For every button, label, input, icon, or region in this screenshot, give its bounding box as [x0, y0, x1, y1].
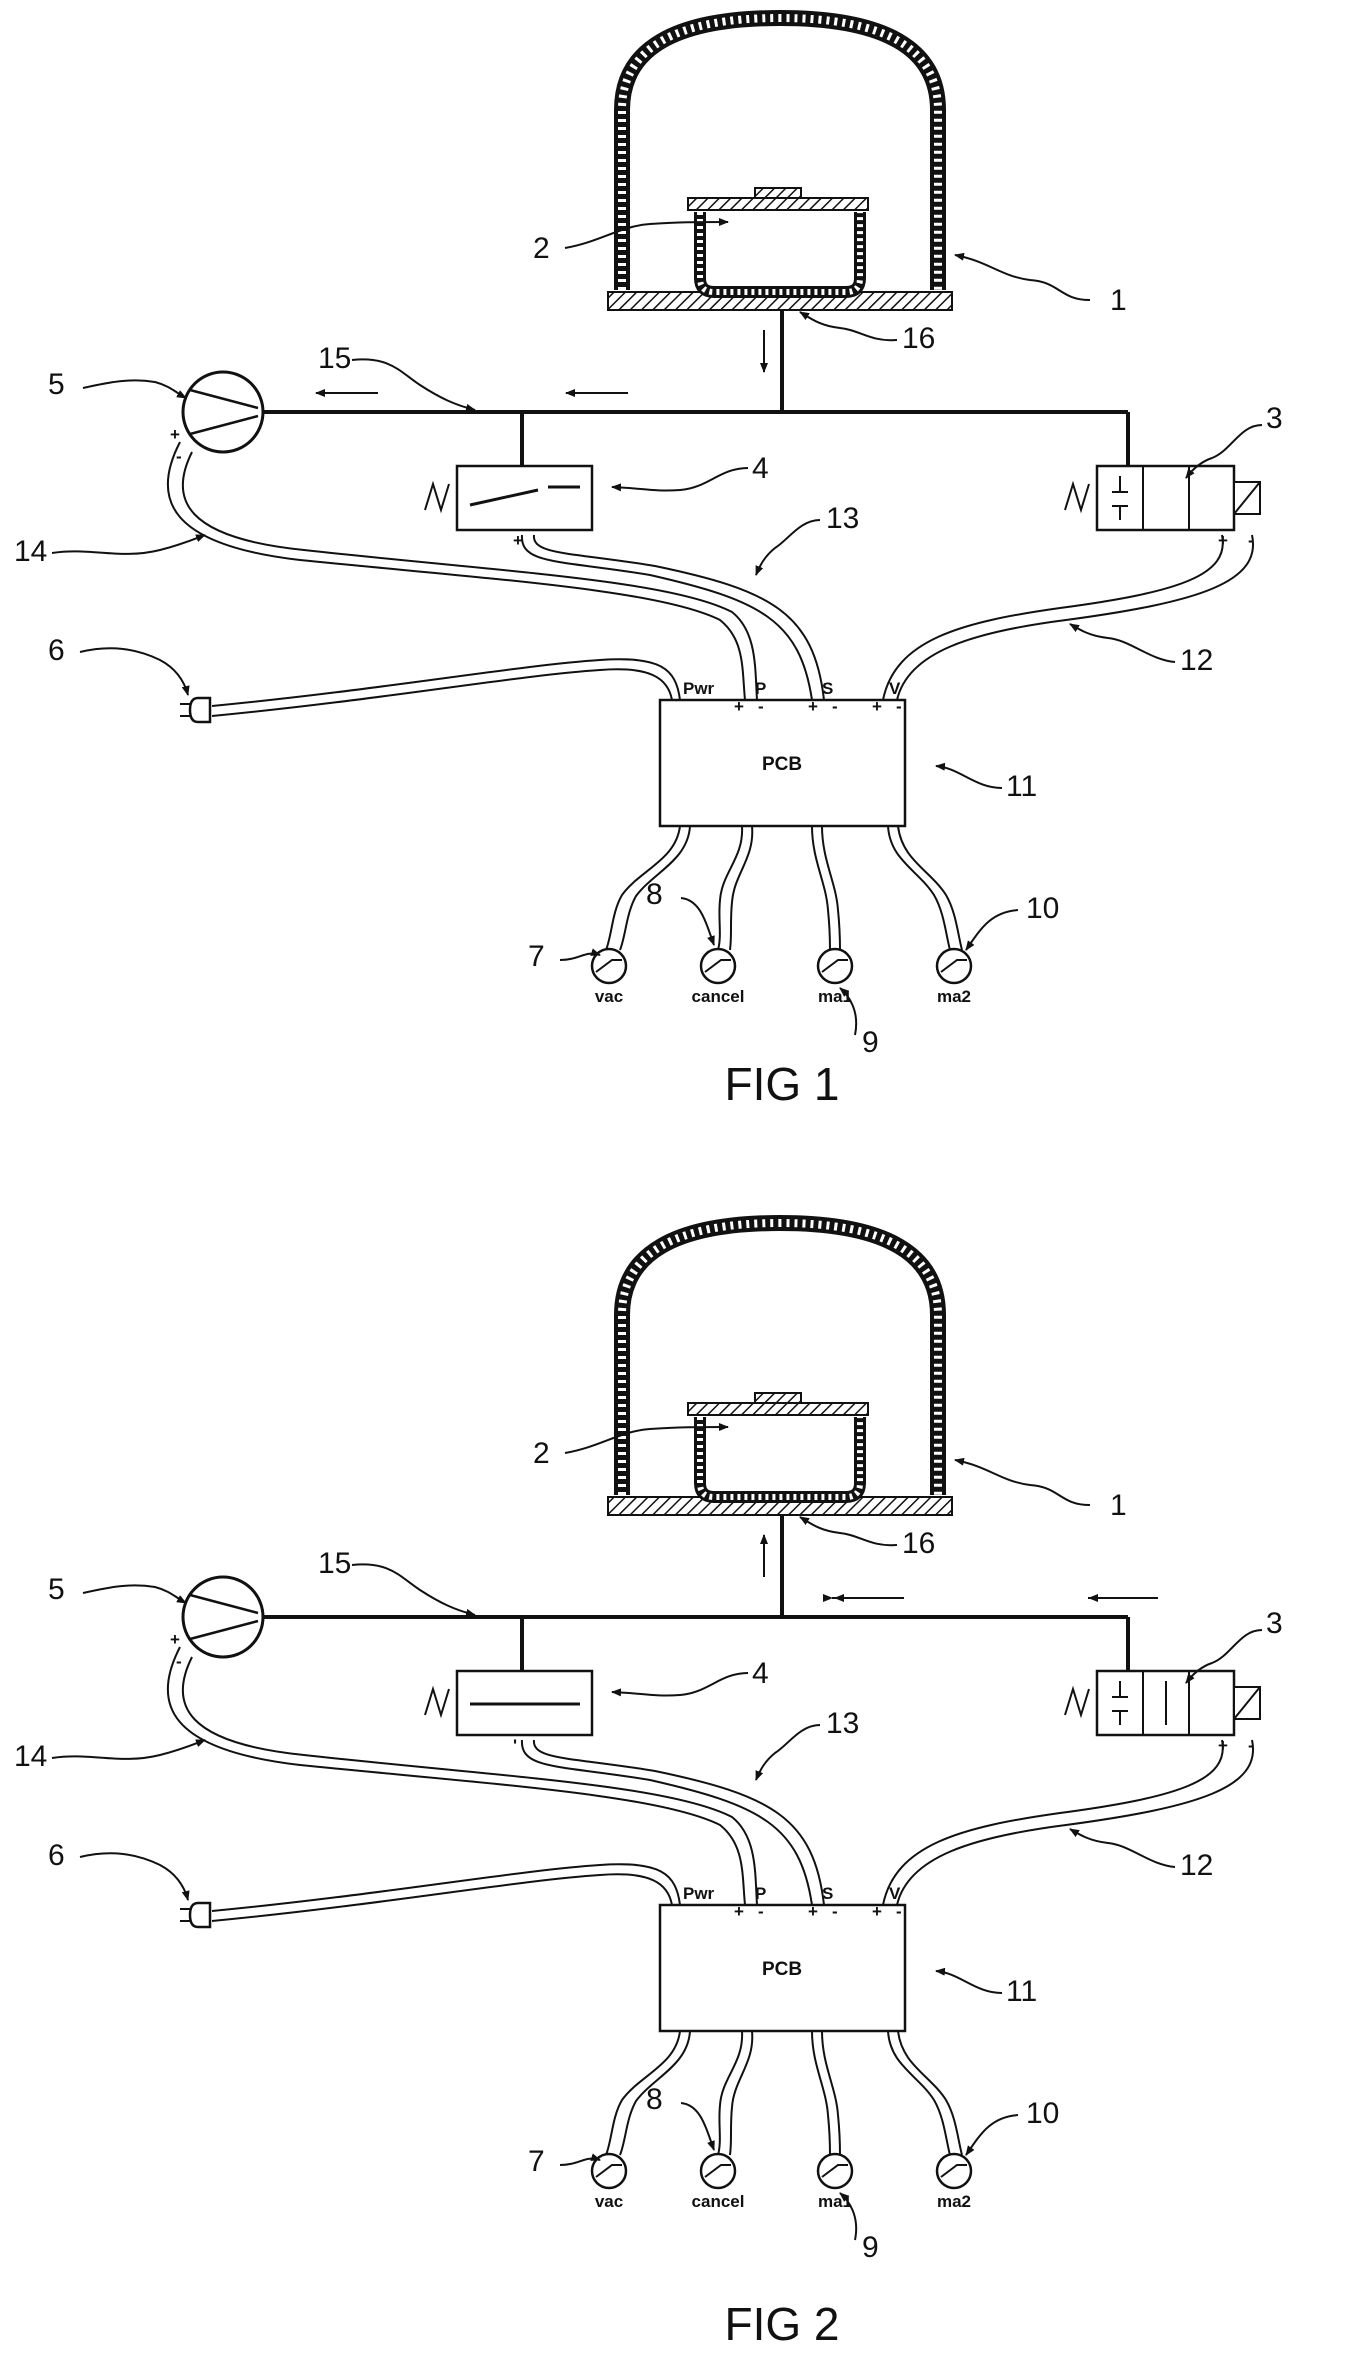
ma2-button-label: ma2 [937, 987, 971, 1006]
food-container [688, 188, 868, 292]
terminal-power: Pwr [683, 1884, 715, 1903]
ref-9: 9 [862, 1026, 879, 1059]
ref-1: 1 [1110, 284, 1127, 317]
ma2-button: ma2 [937, 2154, 971, 2211]
vacuum-hose [263, 310, 1128, 466]
ref-5: 5 [48, 1573, 65, 1606]
ref-10: 10 [1026, 2097, 1059, 2130]
ref-11: 11 [1006, 1975, 1037, 2008]
figure-title: FIG 2 [724, 2298, 839, 2350]
ref-9: 9 [862, 2231, 879, 2264]
ref-14: 14 [14, 1740, 47, 1773]
solenoid-valve: + - [1065, 466, 1260, 550]
reference-numerals: 1 2 3 4 5 6 7 8 9 10 11 12 13 14 15 16 [14, 1437, 1283, 2264]
ref-11: 11 [1006, 770, 1037, 803]
figure-2: + - ' + - [14, 1223, 1283, 2350]
svg-text:+: + [734, 1902, 744, 1921]
power-plug [180, 698, 210, 722]
ref-2: 2 [533, 232, 550, 265]
vacuum-chamber [608, 18, 952, 310]
solenoid-valve: + - [1065, 1671, 1260, 1755]
vacuum-pump: + - [170, 372, 263, 466]
ref-3: 3 [1266, 1607, 1283, 1640]
vac-button-label: vac [595, 2192, 623, 2211]
ref-7: 7 [528, 940, 545, 973]
svg-text:': ' [513, 1736, 517, 1755]
svg-text:+: + [170, 1630, 180, 1649]
vacuum-pump: + - [170, 1577, 263, 1671]
vac-button: vac [592, 2154, 626, 2211]
pressure-switch: ' [425, 1671, 592, 1755]
ref-4: 4 [752, 452, 769, 485]
vac-button: vac [592, 949, 626, 1006]
svg-text:+: + [872, 1902, 882, 1921]
ref-16: 16 [902, 322, 935, 355]
ref-12: 12 [1180, 644, 1213, 677]
control-board: PCB Pwr P S V +- +- +- [660, 679, 905, 826]
food-container [688, 1393, 868, 1497]
pressure-switch: + [425, 466, 592, 550]
cancel-button: cancel [692, 949, 745, 1006]
ref-16: 16 [902, 1527, 935, 1560]
control-board: PCB Pwr P S V +- +- +- [660, 1884, 905, 2031]
ref-15: 15 [318, 342, 351, 375]
board-label: PCB [762, 754, 802, 775]
vacuum-chamber [608, 1223, 952, 1515]
ref-14: 14 [14, 535, 47, 568]
svg-text:+: + [808, 1902, 818, 1921]
ma2-button: ma2 [937, 949, 971, 1006]
figure-1: + - + + - [14, 18, 1283, 1110]
reference-leaders [52, 1427, 1262, 2240]
ma1-button: ma1 [818, 2154, 852, 2211]
ref-1: 1 [1110, 1489, 1127, 1522]
terminal-power: Pwr [683, 679, 715, 698]
ref-13: 13 [826, 1707, 859, 1740]
cancel-button-label: cancel [692, 987, 745, 1006]
ref-13: 13 [826, 502, 859, 535]
ref-4: 4 [752, 1657, 769, 1690]
ref-8: 8 [646, 878, 663, 911]
buttons: vac cancel ma1 ma2 [592, 2154, 971, 2211]
ma2-button-label: ma2 [937, 2192, 971, 2211]
ma1-button: ma1 [818, 949, 852, 1006]
ref-12: 12 [1180, 1849, 1213, 1882]
power-plug [180, 1903, 210, 1927]
svg-text:+: + [872, 697, 882, 716]
reference-leaders [52, 222, 1262, 1035]
ref-8: 8 [646, 2083, 663, 2116]
cancel-button-label: cancel [692, 2192, 745, 2211]
ref-15: 15 [318, 1547, 351, 1580]
ref-6: 6 [48, 1839, 65, 1872]
buttons: vac cancel ma1 ma2 [592, 949, 971, 1006]
ref-6: 6 [48, 634, 65, 667]
svg-text:-: - [758, 697, 764, 716]
figure-title: FIG 1 [724, 1058, 839, 1110]
vac-button-label: vac [595, 987, 623, 1006]
svg-text:-: - [832, 697, 838, 716]
svg-text:-: - [832, 1902, 838, 1921]
board-label: PCB [762, 1959, 802, 1980]
vacuum-hose [263, 1515, 1128, 1671]
svg-text:+: + [170, 425, 180, 444]
svg-text:+: + [734, 697, 744, 716]
ref-2: 2 [533, 1437, 550, 1470]
ref-7: 7 [528, 2145, 545, 2178]
ref-10: 10 [1026, 892, 1059, 925]
flow-arrows [764, 1535, 1158, 1602]
ref-5: 5 [48, 368, 65, 401]
svg-text:+: + [808, 697, 818, 716]
svg-text:-: - [758, 1902, 764, 1921]
reference-numerals: 1 2 3 4 5 6 7 8 9 10 11 12 13 14 15 16 [14, 232, 1283, 1059]
ref-3: 3 [1266, 402, 1283, 435]
cancel-button: cancel [692, 2154, 745, 2211]
